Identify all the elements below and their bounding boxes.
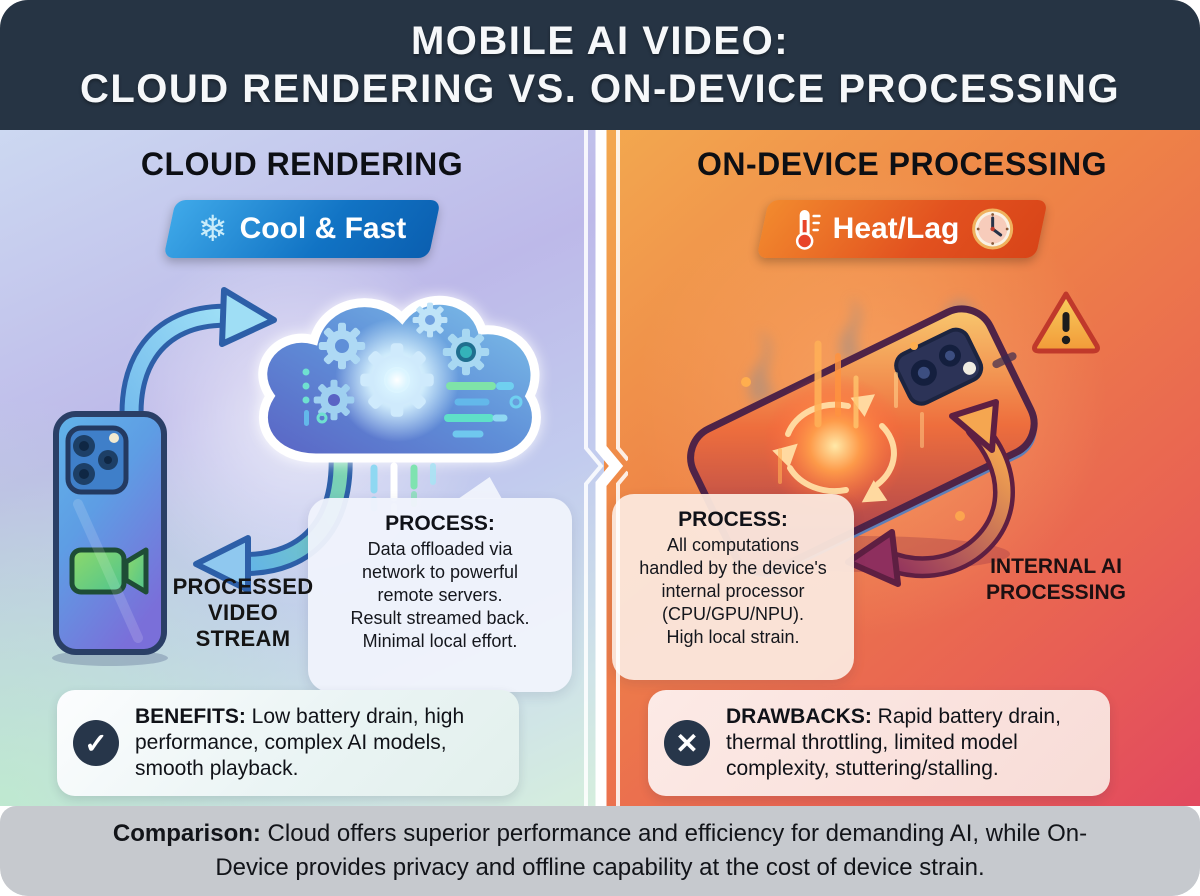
on-device-panel: ON-DEVICE PROCESSING Heat/Lag — [604, 130, 1200, 806]
camera-module — [894, 327, 984, 406]
drawbacks-text: DRAWBACKS: Rapid battery drain, thermal … — [726, 704, 1061, 781]
right-panel-heading: ON-DEVICE PROCESSING — [696, 146, 1108, 182]
cool-fast-badge: ❄ Cool & Fast — [163, 200, 441, 258]
benefits-text: BENEFITS: Low battery drain, high perfor… — [135, 704, 465, 781]
code-lines — [444, 382, 523, 438]
comparison-panels: CLOUD RENDERING ❄ Cool & Fast — [0, 130, 1200, 806]
video-camera-icon — [69, 547, 149, 595]
cloud-process-box: PROCESS: Data offloaded via network to p… — [308, 477, 572, 692]
panel-divider-chevron — [584, 130, 628, 806]
comparison-footer: Comparison: Cloud offers superior perfor… — [0, 806, 1200, 896]
thermometer-icon — [795, 210, 821, 250]
heat-lag-badge-label: Heat/Lag — [832, 212, 960, 245]
comparison-text: Comparison: Cloud offers superior perfor… — [112, 820, 1088, 881]
snowflake-icon: ❄ — [197, 208, 228, 249]
title-line-2: CLOUD RENDERING VS. ON-DEVICE PROCESSING — [79, 67, 1121, 111]
process-title: PROCESS: — [385, 512, 495, 535]
phone-illustration — [52, 411, 168, 666]
drawbacks-box: ✕ DRAWBACKS: Rapid battery drain, therma… — [648, 690, 1110, 796]
processed-video-stream-label: PROCESSED VIDEO STREAM — [172, 574, 314, 651]
clock-icon — [971, 208, 1013, 250]
process-title: PROCESS: — [678, 508, 788, 531]
cloud-rendering-panel: CLOUD RENDERING ❄ Cool & Fast — [0, 130, 604, 806]
title-line-1: MOBILE AI VIDEO: — [410, 19, 790, 63]
warning-icon — [1032, 291, 1100, 354]
benefits-box: ✓ BENEFITS: Low battery drain, high perf… — [57, 690, 519, 796]
title-bar: MOBILE AI VIDEO: CLOUD RENDERING VS. ON-… — [0, 0, 1200, 130]
internal-ai-processing-label: INTERNAL AI PROCESSING — [985, 555, 1127, 605]
cloud-gears-illustration — [258, 295, 541, 519]
check-icon: ✓ — [73, 720, 119, 766]
device-process-box: PROCESS: All computations handled by the… — [612, 494, 854, 680]
cool-fast-badge-label: Cool & Fast — [239, 212, 407, 245]
left-panel-heading: CLOUD RENDERING — [140, 146, 464, 182]
x-icon: ✕ — [664, 720, 710, 766]
heat-lag-badge: Heat/Lag — [756, 200, 1048, 258]
